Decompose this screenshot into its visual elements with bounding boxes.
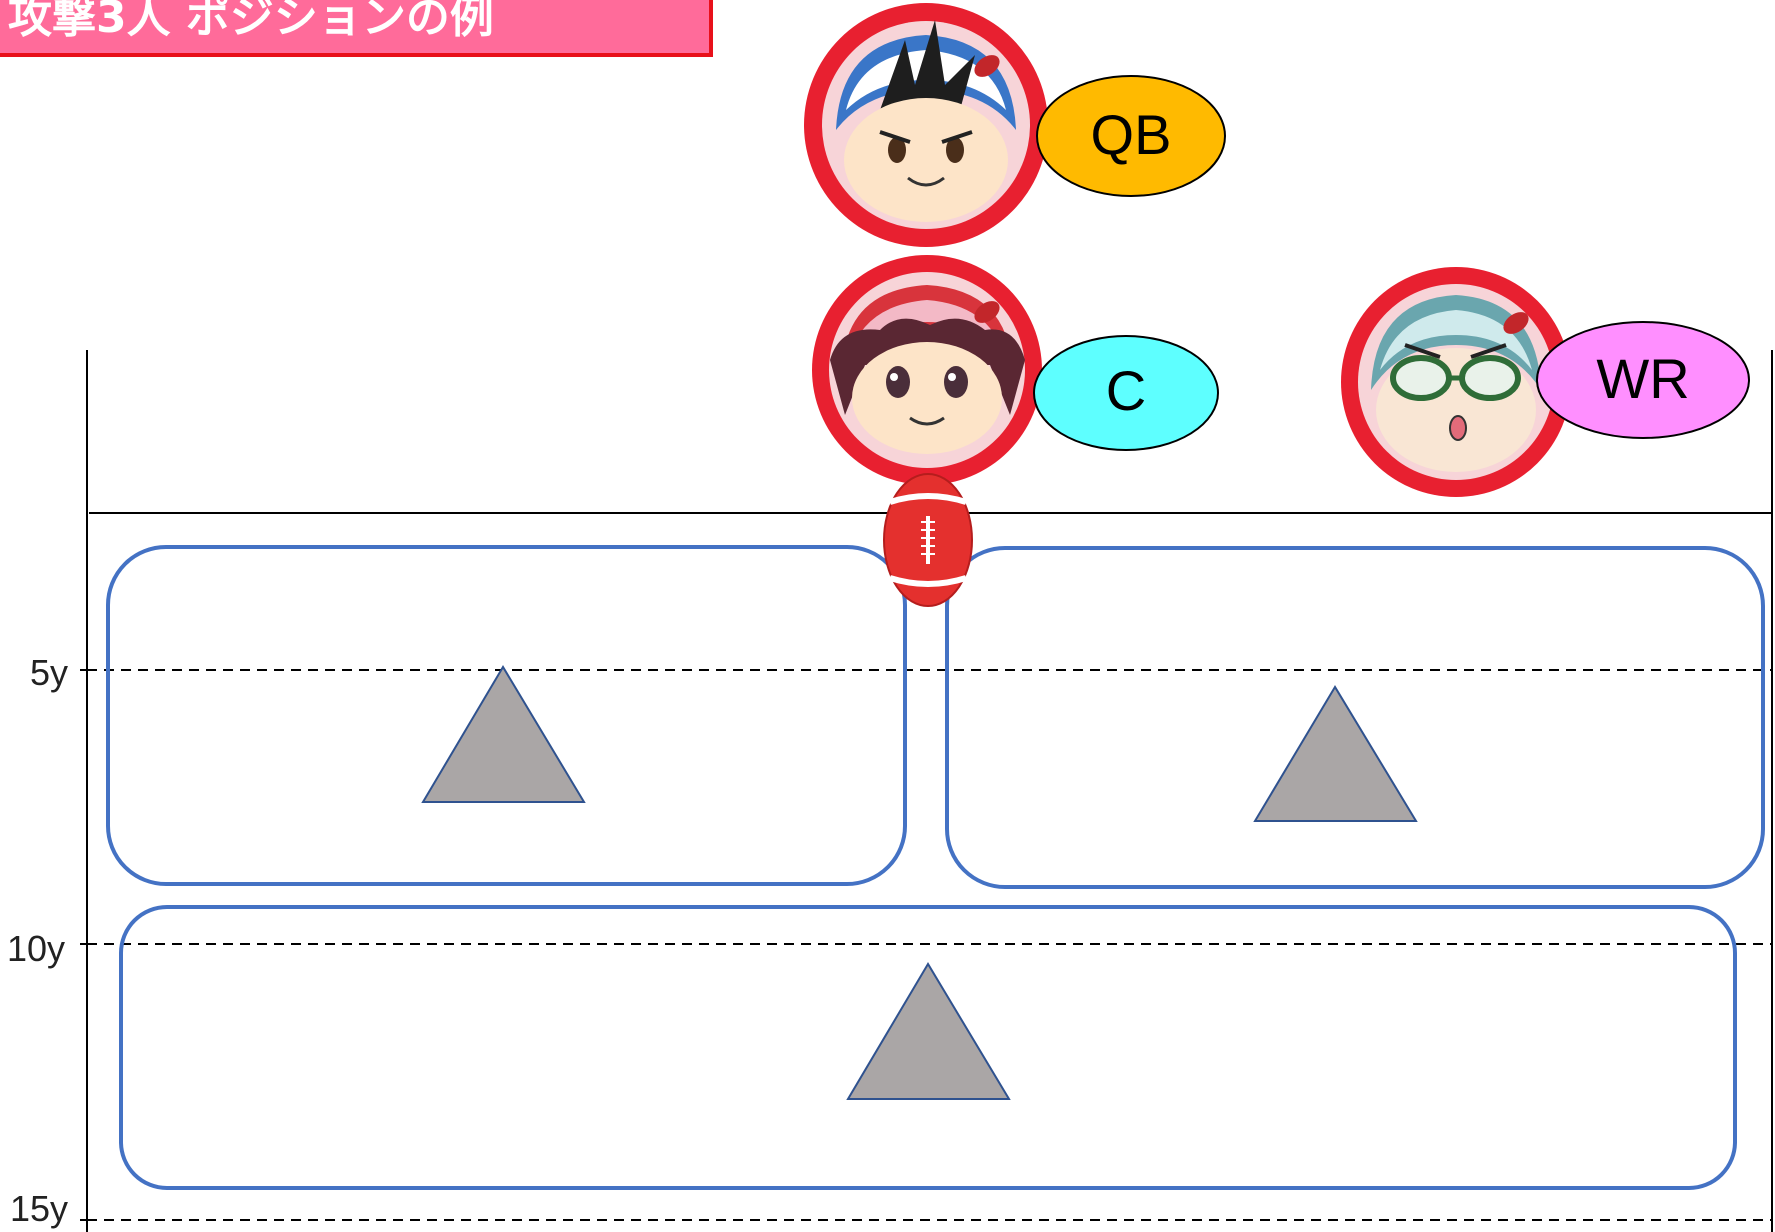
qb-player-icon [804,3,1048,247]
title-text: 攻撃3人 ポジションの例 [8,0,494,43]
wr-player-icon [1341,267,1571,497]
wr-label-bubble [1536,321,1750,439]
c-label: C [1106,359,1146,422]
wr-label: WR [1596,347,1689,410]
defender-triangle-icon [846,962,1011,1100]
defender-triangle-icon [421,665,586,803]
zone-deep [119,905,1737,1190]
yard-label-10: 10y [7,928,66,969]
center-player-icon [812,255,1042,485]
yard-label-15: 15y [10,1188,69,1229]
zone-left [106,545,907,886]
qb-label: QB [1091,103,1172,166]
qb-label-bubble [1036,75,1226,197]
football-icon [883,473,973,607]
title-banner: 攻撃3人 ポジションの例 [0,0,713,57]
defender-triangle-icon [1253,685,1418,822]
yard-label-5: 5y [30,652,69,693]
c-label-bubble [1033,335,1219,451]
zone-right [945,546,1765,889]
